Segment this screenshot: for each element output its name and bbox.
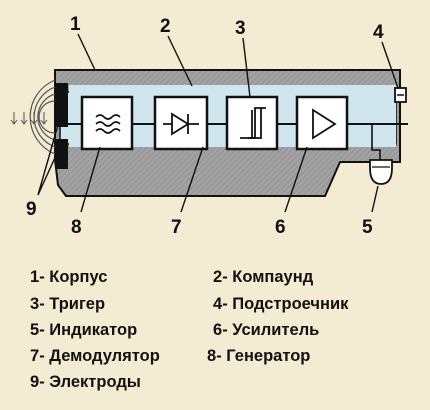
legend-text: - Индикатор (39, 321, 138, 339)
diode-icon (163, 112, 199, 136)
legend-text: - Усилитель (222, 321, 320, 339)
callout-5: 5 (362, 217, 373, 238)
legend-text: - Демодулятор (39, 347, 160, 365)
generator-waves-icon (95, 114, 121, 134)
legend-text: - Подстроечник (222, 295, 349, 313)
legend-text: - Генератор (216, 347, 311, 365)
legend-number: 6 (213, 321, 223, 339)
callout-8: 8 (71, 217, 82, 238)
callout-4: 4 (373, 22, 384, 43)
callout-2: 2 (160, 16, 171, 37)
callout-7: 7 (171, 217, 182, 238)
block-trigger (225, 95, 279, 151)
amplifier-triangle-icon (312, 108, 337, 140)
block-demodulator (153, 95, 209, 151)
block-amplifier (295, 95, 349, 151)
legend-item-1: 1- Корпус (30, 268, 107, 287)
legend-number: 8 (207, 347, 217, 365)
trimmer-icon (394, 87, 407, 103)
legend-number: 3 (30, 295, 40, 313)
legend-number: 5 (30, 321, 40, 339)
electrode-bottom (56, 139, 68, 169)
legend-number: 1 (30, 268, 40, 286)
legend-number: 7 (30, 347, 40, 365)
block-generator (80, 95, 134, 151)
legend-item-8: 8- Генератор (207, 347, 310, 366)
legend-item-9: 9- Электроды (30, 373, 141, 392)
legend-item-6: 6- Усилитель (213, 321, 319, 340)
legend-number: 2 (213, 268, 223, 286)
callout-6: 6 (275, 217, 286, 238)
callout-3: 3 (235, 18, 246, 39)
legend-number: 4 (213, 295, 223, 313)
indicator-led-icon (369, 159, 393, 185)
hysteresis-trigger-icon (240, 107, 266, 139)
legend-text: - Тригер (39, 295, 106, 313)
indicator-wire (371, 124, 381, 160)
field-arrows-icon (10, 112, 48, 125)
legend-item-3: 3- Тригер (30, 295, 105, 314)
callout-1: 1 (70, 14, 81, 35)
legend-number: 9 (30, 373, 40, 391)
legend-text: - Корпус (39, 268, 108, 286)
legend-text: - Электроды (39, 373, 141, 391)
legend-text: - Компаунд (222, 268, 314, 286)
legend-item-7: 7- Демодулятор (30, 347, 160, 366)
legend-item-4: 4- Подстроечник (213, 295, 348, 314)
leader-lines (37, 33, 399, 213)
electrode-top (56, 83, 68, 127)
callout-9: 9 (26, 199, 37, 220)
legend-item-2: 2- Компаунд (213, 268, 313, 287)
legend-item-5: 5- Индикатор (30, 321, 137, 340)
